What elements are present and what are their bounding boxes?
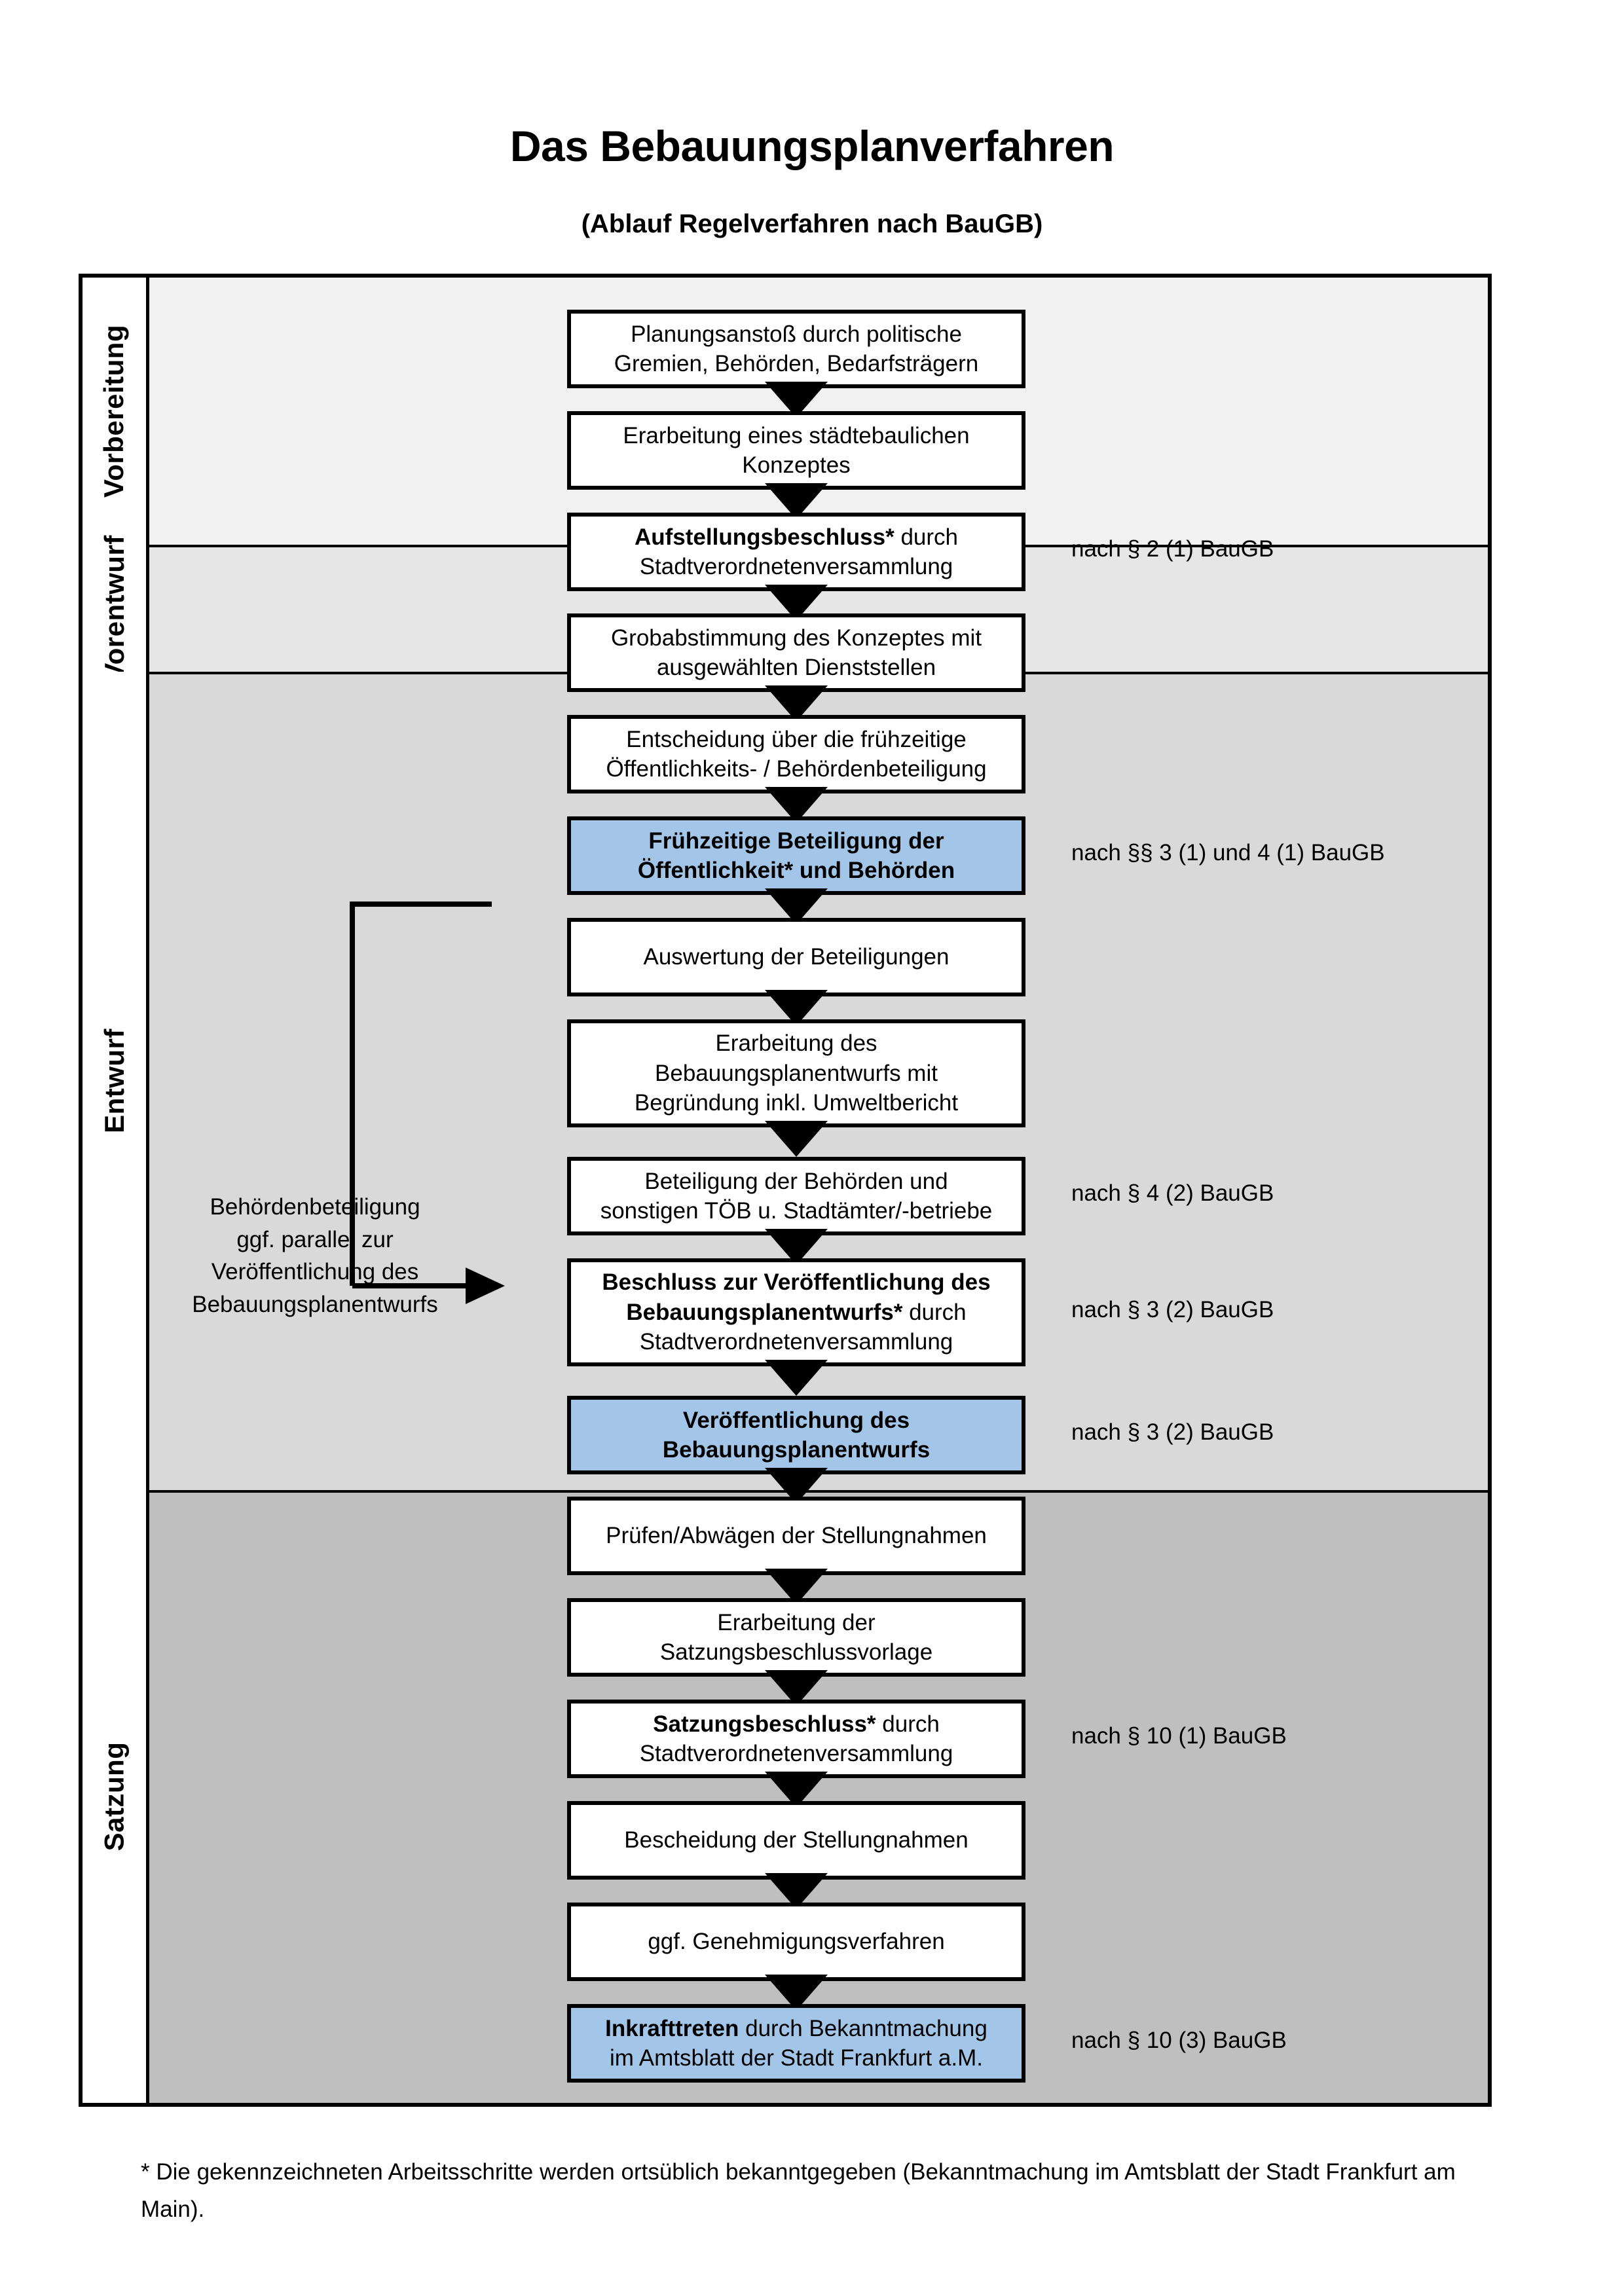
legal-reference: nach § 10 (3) BauGB (1071, 2028, 1287, 2053)
lane-label-entwurf: Entwurf (83, 672, 149, 1490)
sidenote-line: Veröffentlichung des (211, 1259, 419, 1285)
lane-label-vorbereitung: Vorbereitung (83, 278, 149, 545)
legal-reference: nach § 2 (1) BauGB (1071, 536, 1274, 562)
legal-reference: nach § 4 (2) BauGB (1071, 1180, 1274, 1206)
flow-node-label: Auswertung der Beteiligungen (643, 944, 950, 970)
flow-node-n7: Auswertung der Beteiligungen (567, 918, 1025, 996)
legal-reference: nach § 10 (1) BauGB (1071, 1723, 1287, 1749)
lane-label-text: Satzung (98, 1741, 130, 1851)
lane-label-vorentwurf: Vorentwurf (83, 535, 149, 682)
sidenote-line: Behördenbeteiligung (210, 1194, 420, 1220)
flow-node-n15: Bescheidung der Stellungnahmen (567, 1801, 1025, 1880)
flow-node-n16: ggf. Genehmigungsverfahren (567, 1903, 1025, 1981)
page-title: Das Bebauungsplanverfahren (509, 122, 1115, 170)
lane-label-text: Vorbereitung (98, 324, 130, 498)
page-subtitle: (Ablauf Regelverfahren nach BauGB) (581, 210, 1043, 238)
sidenote-line: ggf. parallel zur (236, 1226, 394, 1252)
legal-reference: nach §§ 3 (1) und 4 (1) BauGB (1071, 840, 1385, 866)
sidenote-line: Bebauungsplanentwurfs (192, 1292, 438, 1318)
lane-label-text: Vorentwurf (98, 535, 130, 682)
lane-label-text: Entwurf (98, 1029, 130, 1133)
lane-label-satzung: Satzung (83, 1490, 149, 2103)
footnote: * Die gekennzeichneten Arbeitsschritte w… (141, 2159, 1456, 2222)
arrow-down-icon (765, 1121, 828, 1157)
flow-node-label: Prüfen/Abwägen der Stellungnahmen (606, 1523, 987, 1549)
arrow-down-icon (765, 1360, 828, 1396)
legal-reference: nach § 3 (2) BauGB (1071, 1419, 1274, 1445)
legal-reference: nach § 3 (2) BauGB (1071, 1296, 1274, 1322)
flow-node-label: Bescheidung der Stellungnahmen (624, 1827, 969, 1853)
flow-node-n12: Prüfen/Abwägen der Stellungnahmen (567, 1497, 1025, 1575)
flow-node-label: ggf. Genehmigungsverfahren (648, 1929, 945, 1955)
